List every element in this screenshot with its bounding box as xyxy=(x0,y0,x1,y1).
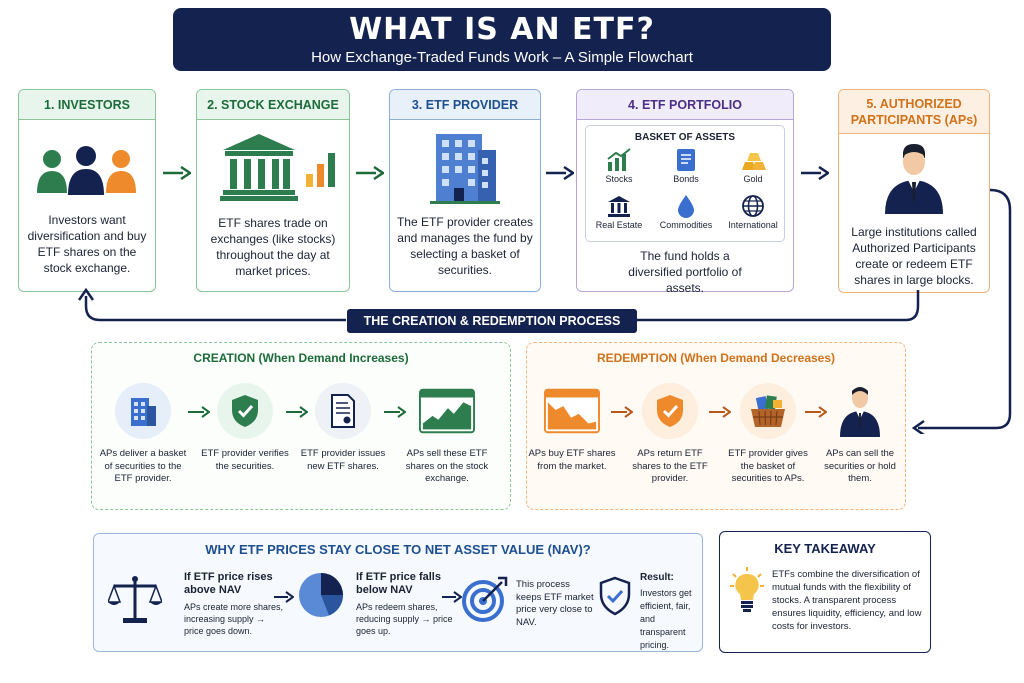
pie-chart-icon xyxy=(299,573,343,617)
return-arrow-icon xyxy=(911,188,1012,434)
businessman-icon xyxy=(840,387,880,437)
redemption-step: APs buy ETF shares from the market. xyxy=(527,383,617,473)
nav-above: If ETF price rises above NAV APs create … xyxy=(184,571,284,636)
nav-result: Result: Investors get efficient, fair, a… xyxy=(640,572,692,650)
investors-icon xyxy=(37,146,136,195)
redemption-step: APs can sell the securities or hold them… xyxy=(815,383,905,486)
asset-real-estate: Real Estate xyxy=(586,194,652,230)
asset-stocks: Stocks xyxy=(586,148,652,184)
real-estate-building-icon xyxy=(608,196,630,217)
basket-title: BASKET OF ASSETS xyxy=(634,132,736,143)
businessman-icon xyxy=(885,144,943,214)
office-building-icon xyxy=(430,134,500,204)
arrow-right-icon xyxy=(286,406,308,418)
bar-chart-icon xyxy=(306,153,335,187)
gold-bars-icon xyxy=(742,153,766,170)
nav-title: WHY ETF PRICES STAY CLOSE TO NET ASSET V… xyxy=(205,542,591,557)
creation-step: APs sell these ETF shares on the stock e… xyxy=(402,383,492,486)
target-icon xyxy=(462,576,508,622)
page-title: WHAT IS AN ETF? xyxy=(349,12,655,47)
office-building-icon xyxy=(131,398,156,426)
key-takeaway: KEY TAKEAWAY ETFs combine the diversific… xyxy=(719,531,931,653)
arrow-right-icon xyxy=(274,591,294,603)
arrow-right-icon xyxy=(384,406,406,418)
arrow-right-icon xyxy=(163,166,191,180)
asset-gold: Gold xyxy=(720,148,786,184)
step-description: Investors want diversification and buy E… xyxy=(27,213,147,275)
nav-explanation: WHY ETF PRICES STAY CLOSE TO NET ASSET V… xyxy=(93,533,703,652)
creation-step: APs deliver a basket of securities to th… xyxy=(98,383,188,486)
asset-bonds: Bonds xyxy=(653,148,719,184)
step-description: ETF shares trade on exchanges (like stoc… xyxy=(210,216,336,278)
loop-connector-right-icon xyxy=(636,290,920,322)
scales-icon xyxy=(108,576,162,623)
stock-exchange-building-icon xyxy=(220,134,298,201)
shield-check-icon xyxy=(657,395,683,427)
step-investors: 1. INVESTORS Investors want diversificat… xyxy=(18,89,156,292)
arrow-right-icon xyxy=(546,166,574,180)
basket-of-assets: BASKET OF ASSETS Stocks Bonds Gold Real … xyxy=(585,125,785,242)
rising-chart-screen-icon xyxy=(419,388,475,434)
nav-below: If ETF price falls below NAV APs redeem … xyxy=(356,571,453,636)
arrow-right-icon xyxy=(805,406,827,418)
step-title: 5. AUTHORIZED PARTICIPANTS (APs) xyxy=(839,90,989,134)
creation-redemption-bar: THE CREATION & REDEMPTION PROCESS xyxy=(347,309,637,333)
asset-commodities: Commodities xyxy=(653,194,719,230)
arrow-right-icon xyxy=(442,591,462,603)
arrow-right-icon xyxy=(356,166,384,180)
title-banner: WHAT IS AN ETF? How Exchange-Traded Fund… xyxy=(173,8,831,71)
step-stock-exchange: 2. STOCK EXCHANGE ETF shares trade on ex… xyxy=(196,89,350,292)
shield-check-icon xyxy=(599,576,631,616)
step-description: Large institutions called Authorized Par… xyxy=(851,225,977,287)
creation-title: CREATION (When Demand Increases) xyxy=(193,351,409,365)
redemption-title: REDEMPTION (When Demand Decreases) xyxy=(596,351,836,365)
redemption-step: ETF provider gives the basket of securit… xyxy=(723,383,813,486)
arrow-right-icon xyxy=(709,406,731,418)
arrow-right-icon xyxy=(188,406,210,418)
step-title: 4. ETF PORTFOLIO xyxy=(577,90,793,120)
creation-step: ETF provider verifies the securities. xyxy=(200,383,290,473)
falling-chart-screen-icon xyxy=(544,388,600,434)
step-authorized-participants: 5. AUTHORIZED PARTICIPANTS (APs) Large i… xyxy=(838,89,990,293)
step-description: The ETF provider creates and manages the… xyxy=(396,215,534,277)
nav-process: This process keeps ETF market price very… xyxy=(516,579,594,628)
certificate-document-icon xyxy=(331,394,355,428)
creation-panel: CREATION (When Demand Increases) APs del… xyxy=(91,342,511,510)
shield-check-icon xyxy=(232,395,258,427)
stocks-chart-icon xyxy=(607,148,631,171)
redemption-step: APs return ETF shares to the ETF provide… xyxy=(625,383,715,486)
basket-icon xyxy=(751,395,785,427)
globe-icon xyxy=(742,195,764,217)
takeaway-text: ETFs combine the diversification of mutu… xyxy=(772,569,922,632)
takeaway-title: KEY TAKEAWAY xyxy=(774,541,876,556)
step-title: 3. ETF PROVIDER xyxy=(390,90,540,120)
bond-document-icon xyxy=(677,149,695,171)
arrow-right-icon xyxy=(801,166,829,180)
lightbulb-icon xyxy=(730,567,764,612)
step-title: 1. INVESTORS xyxy=(19,90,155,120)
arrow-right-icon xyxy=(611,406,633,418)
step-etf-provider: 3. ETF PROVIDER The ETF provider creates… xyxy=(389,89,541,292)
redemption-panel: REDEMPTION (When Demand Decreases) APs b… xyxy=(526,342,906,510)
page-subtitle: How Exchange-Traded Funds Work – A Simpl… xyxy=(311,49,693,66)
step-etf-portfolio: 4. ETF PORTFOLIO BASKET OF ASSETS Stocks… xyxy=(576,89,794,295)
step-title: 2. STOCK EXCHANGE xyxy=(197,90,349,120)
step-description: The fund holds a diversified portfolio o… xyxy=(628,249,742,295)
oil-drop-icon xyxy=(678,195,694,218)
loop-arrow-left-icon xyxy=(78,288,346,322)
asset-international: International xyxy=(720,194,786,230)
creation-step: ETF provider issues new ETF shares. xyxy=(298,383,388,473)
